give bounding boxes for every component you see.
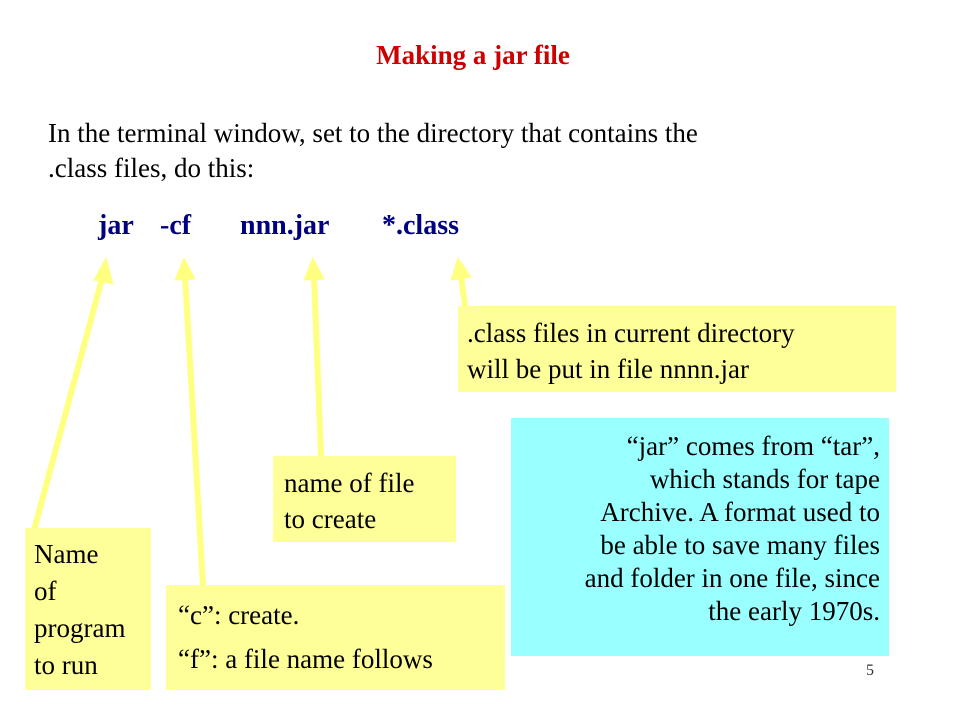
callout-classfiles: .class files in current directory will b… [458,306,896,392]
page-number: 5 [866,662,874,679]
arrow-filename [303,256,325,457]
arrow-program [31,256,114,531]
callout-filename-line-2: to create [284,504,377,534]
command-files: *.class [382,210,459,241]
callout-program-line-3: program [34,613,126,643]
callout-history: “jar” comes from “tar”, which stands for… [511,418,889,656]
callout-options-line-1: “c”: create. [178,600,300,630]
callout-program-line-4: to run [34,650,98,680]
intro-text: In the terminal window, set to the direc… [48,116,848,186]
callout-history-line-5: and folder in one file, since [584,563,880,593]
slide-title: Making a jar file [376,40,570,70]
callout-history-line-3: Archive. A format used to [600,497,880,527]
callout-options: “c”: create. “f”: a file name follows [166,585,505,690]
callout-program-line-1: Name [34,539,99,569]
callout-filename-line-1: name of file [284,468,415,498]
callout-history-line-1: “jar” comes from “tar”, [626,431,880,461]
callout-history-line-6: the early 1970s. [708,596,880,626]
intro-line-2: .class files, do this: [48,153,255,183]
callout-classfiles-line-2: will be put in file nnnn.jar [467,354,749,384]
callout-filename: name of file to create [273,456,456,542]
callout-history-line-2: which stands for tape [649,464,880,494]
command-program: jar [98,210,134,241]
arrow-files [450,256,472,307]
arrow-options [174,256,206,587]
callout-program: Name of program to run [25,528,151,690]
callout-history-line-4: be able to save many files [600,530,880,560]
callout-options-line-2: “f”: a file name follows [178,644,433,674]
command-options: -cf [160,210,192,241]
intro-line-1: In the terminal window, set to the direc… [48,118,698,148]
command-jarname: nnn.jar [240,210,330,241]
callout-program-line-2: of [34,576,57,606]
callout-classfiles-line-1: .class files in current directory [467,318,795,348]
